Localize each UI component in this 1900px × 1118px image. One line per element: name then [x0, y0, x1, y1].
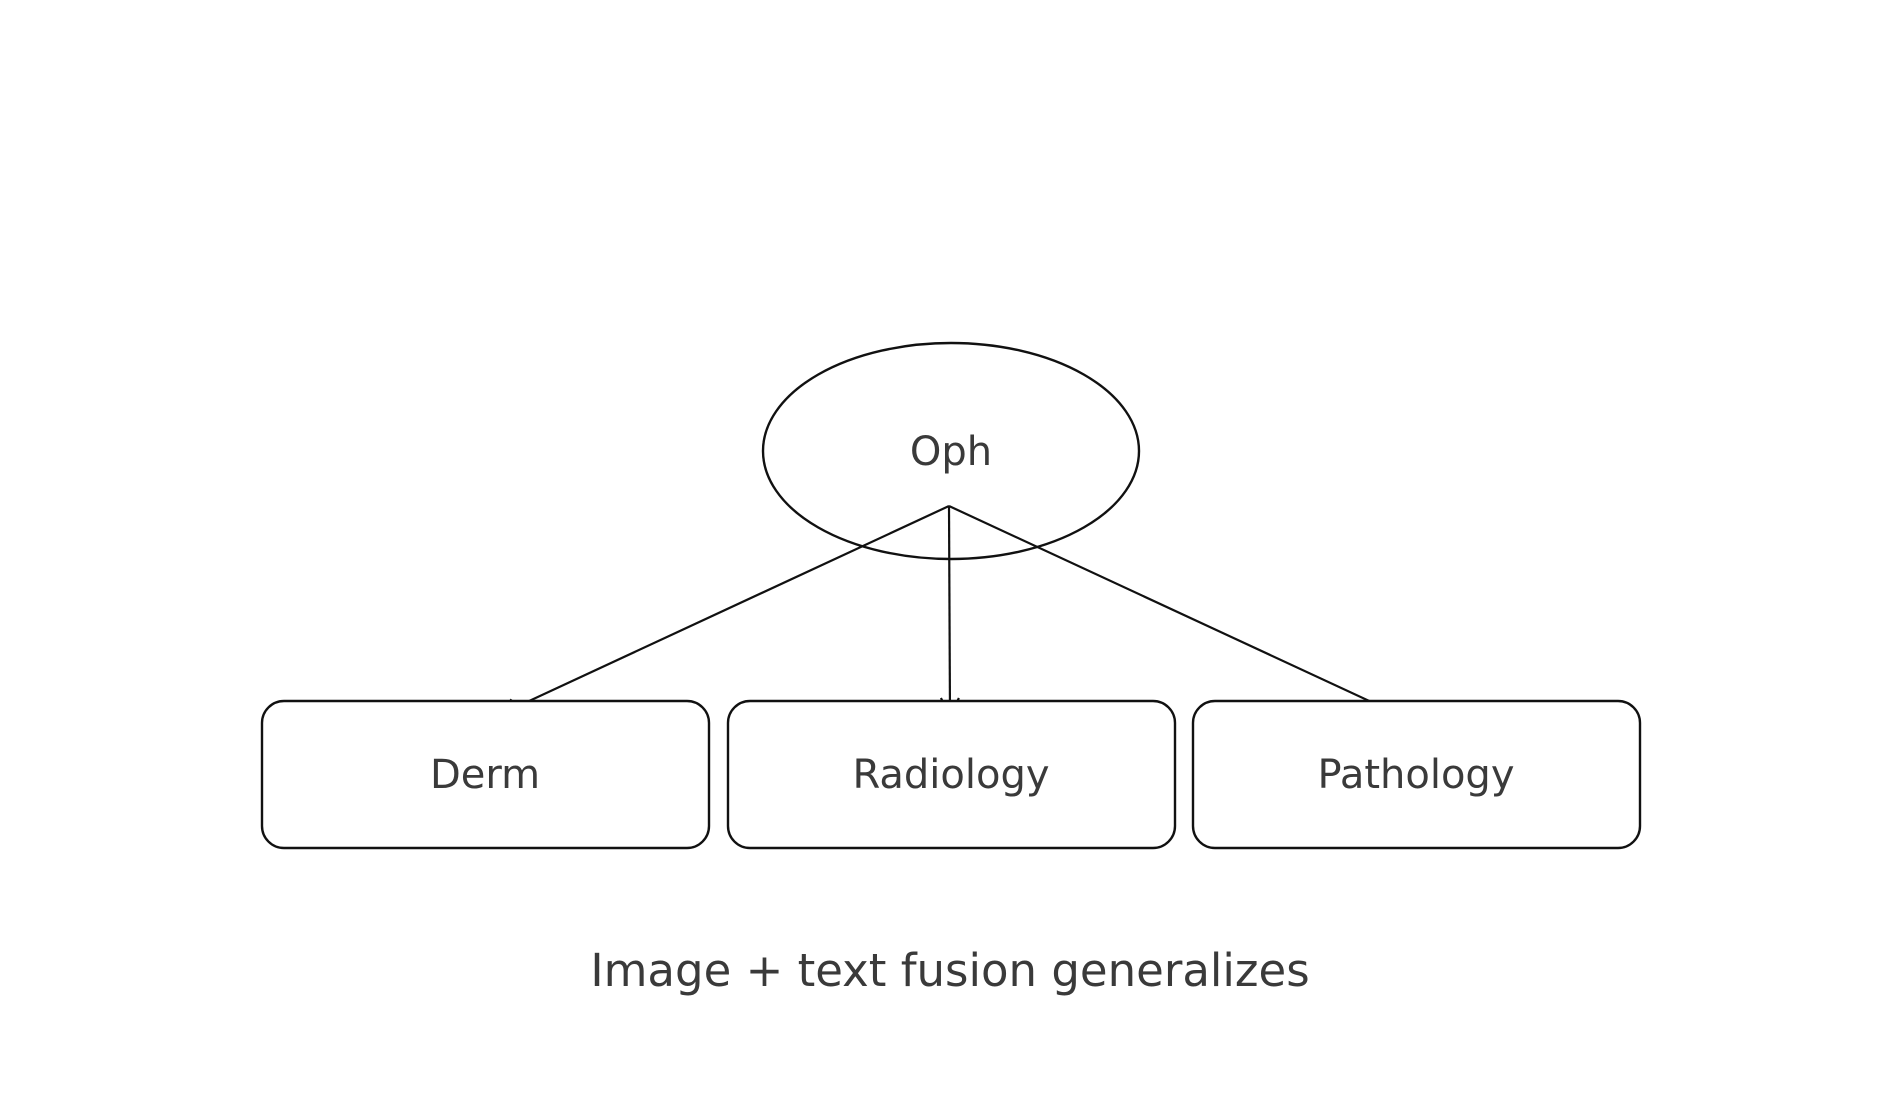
arrow-oph-to-radiology [939, 505, 960, 719]
arrow-oph-to-pathology [948, 505, 1409, 720]
pathology-node-box [1191, 699, 1642, 850]
radiology-node-box [726, 699, 1177, 850]
arrow-oph-to-derm [496, 505, 950, 717]
root-node-label: Oph [910, 429, 992, 475]
pathology-node-label: Pathology [1318, 752, 1515, 798]
derm-node-label: Derm [430, 752, 540, 798]
radiology-node-label: Radiology [852, 752, 1049, 798]
derm-node-box [260, 699, 711, 850]
figure-caption: Image + text fusion generalizes [590, 944, 1309, 997]
root-node-ellipse [761, 341, 1141, 561]
